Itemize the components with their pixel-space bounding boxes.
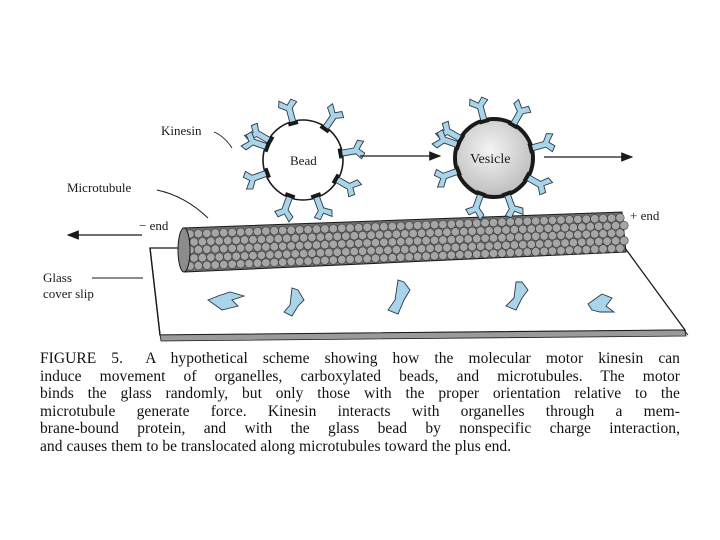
caption-line-1: FIGURE 5. A hypothetical scheme showing … (40, 350, 680, 368)
caption-line-6: and causes them to be translocated along… (40, 438, 680, 456)
figure-number: FIGURE 5. (40, 350, 123, 367)
caption-line-1-text: A hypothetical scheme showing how the mo… (145, 350, 680, 367)
bead-label: Bead (290, 153, 317, 168)
vesicle-label: Vesicle (470, 152, 510, 167)
microtubule-leader-line (157, 190, 208, 218)
caption-line-5: brane-bound protein, and with the glass … (40, 420, 680, 438)
caption-line-4: microtubule generate force. Kinesin inte… (40, 403, 680, 421)
bead-assembly: Bead (240, 97, 366, 223)
plus-end-label: + end (630, 208, 660, 223)
glass-label-line2: cover slip (43, 286, 94, 301)
caption-line-3: binds the glass randomly, but only those… (40, 385, 680, 403)
microtubule-label: Microtubule (67, 180, 131, 195)
glass-label-line1: Glass (43, 270, 72, 285)
vesicle-assembly: Vesicle (431, 95, 557, 221)
minus-end-label: − end (139, 218, 169, 233)
figure-caption: FIGURE 5. A hypothetical scheme showing … (40, 350, 680, 456)
kinesin-leader-line (214, 132, 232, 148)
kinesin-label: Kinesin (161, 123, 202, 138)
caption-line-2: induce movement of organelles, carboxyla… (40, 368, 680, 386)
